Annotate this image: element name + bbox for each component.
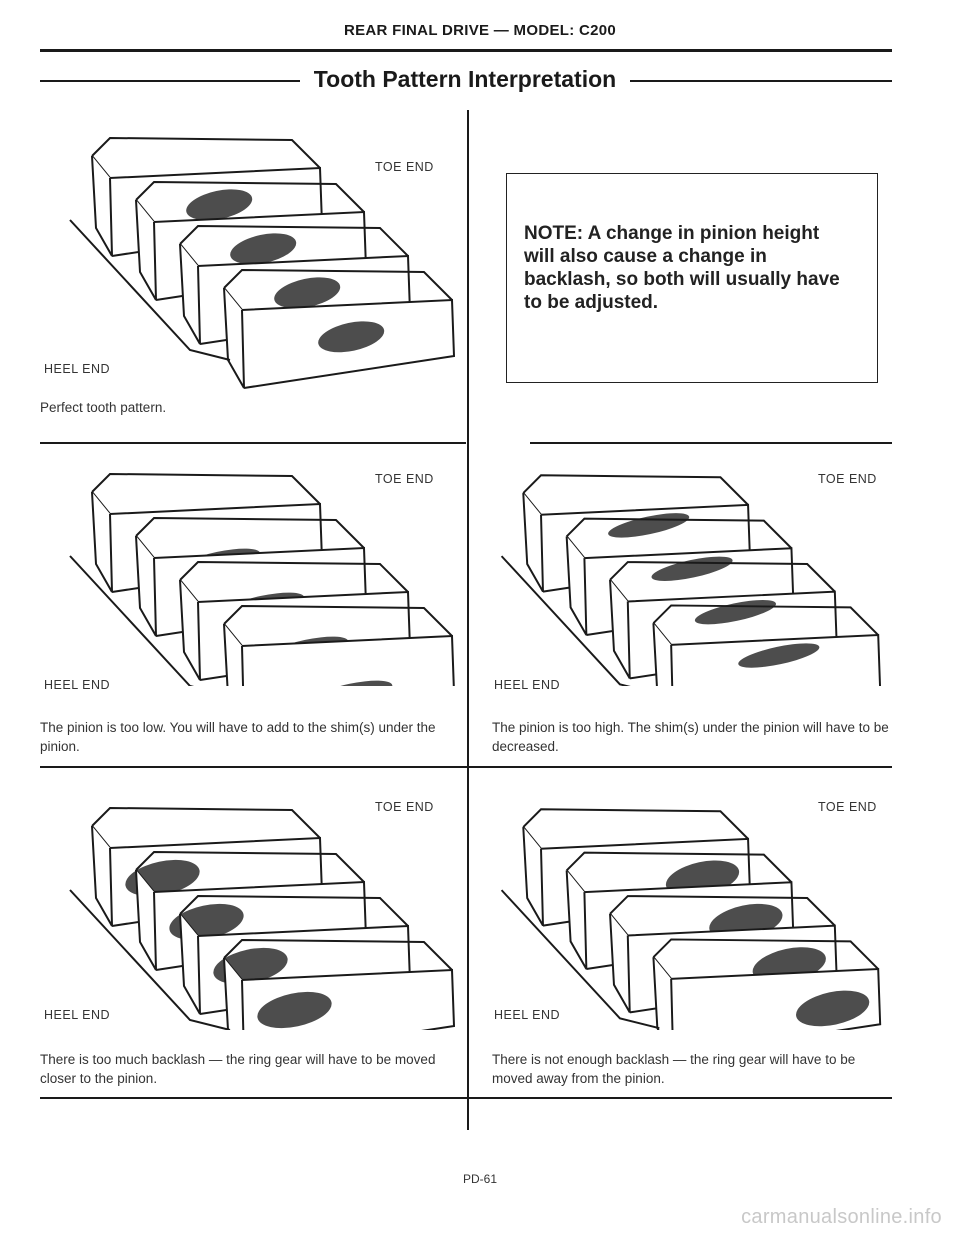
heel-end-label: HEEL END [494,1008,561,1022]
grid-row-rule-1 [40,442,466,444]
toe-end-label: TOE END [375,800,434,814]
grid-vertical-divider [467,110,469,1130]
grid-bottom-rule [40,1097,892,1099]
grid-row-rule-1-right [530,442,892,444]
gear-base-outline [69,219,231,361]
gear-tooth [223,938,456,1030]
watermark: carmanualsonline.info [741,1206,942,1228]
gear-teeth-illustration [69,136,456,389]
page-number: PD-61 [462,1172,497,1186]
tooth-pattern-panel-pinion-too-high: TOE END HEEL END The pinion is too high.… [472,446,892,764]
toe-end-label: TOE END [818,800,877,814]
tooth-pattern-panel-not-enough-backlash: TOE END HEEL END There is not enough bac… [472,770,892,1094]
note-box [506,173,878,383]
panel-caption: The pinion is too low. You will have to … [40,720,436,754]
panel-caption: There is too much backlash — the ring ge… [40,1052,436,1086]
panel-caption: Perfect tooth pattern. [40,400,167,415]
gear-base-outline [69,889,231,1030]
gear-teeth-illustration [69,472,455,686]
heel-end-label: HEEL END [44,678,111,692]
gear-teeth-illustration [69,806,456,1030]
heel-end-label: HEEL END [44,362,111,376]
panel-caption: The pinion is too high. The shim(s) unde… [492,720,889,754]
gear-tooth [223,604,455,686]
gear-base-outline [500,555,631,686]
gear-tooth [652,938,882,1030]
gear-base-outline [69,555,195,686]
toe-end-label: TOE END [375,472,434,486]
toe-end-label: TOE END [818,472,877,486]
gear-tooth [652,604,882,686]
toe-end-label: TOE END [375,160,434,174]
page-header-title: REAR FINAL DRIVE — MODEL: C200 [343,22,617,39]
heel-end-label: HEEL END [494,678,561,692]
section-title-right-rule [630,80,892,82]
header-rule [40,49,892,52]
tooth-pattern-panel-too-much-backlash: TOE END HEEL END There is too much backl… [40,770,466,1094]
grid-row-rule-2 [40,766,892,768]
panel-caption: There is not enough backlash — the ring … [492,1052,856,1086]
section-title-left-rule [40,80,300,82]
gear-teeth-illustration [500,474,882,686]
tooth-pattern-panel-pinion-too-low: TOE END HEEL END The pinion is too low. … [40,446,466,764]
gear-base-outline [500,889,660,1030]
section-title: Tooth Pattern Interpretation [300,66,630,93]
note-text: NOTE: A change in pinion height will als… [524,223,840,313]
gear-teeth-illustration [500,808,882,1030]
tooth-pattern-panel-perfect: TOE END HEEL END Perfect tooth pattern. [40,110,466,440]
heel-end-label: HEEL END [44,1008,111,1022]
gear-tooth [223,268,456,389]
